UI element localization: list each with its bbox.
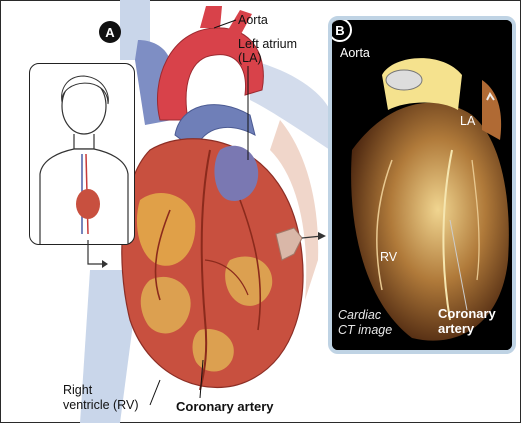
cardiac-ct-render	[332, 20, 512, 350]
ct-image-panel: B Aorta LA RV Cardiac CT image Coronary …	[328, 16, 516, 354]
ct-label-aorta: Aorta	[340, 46, 370, 60]
panel-b-badge: B	[328, 18, 352, 42]
ct-label-coronary-2: artery	[438, 322, 474, 336]
ct-label-coronary-1: Coronary	[438, 307, 496, 321]
panel-a-leader-lines	[0, 0, 330, 423]
transition-arrow-icon	[272, 224, 328, 268]
ct-label-la: LA	[460, 114, 475, 128]
ct-label-cardiac-2: CT image	[338, 323, 392, 337]
ct-label-cardiac-1: Cardiac	[338, 308, 381, 322]
ct-label-rv: RV	[380, 250, 397, 264]
